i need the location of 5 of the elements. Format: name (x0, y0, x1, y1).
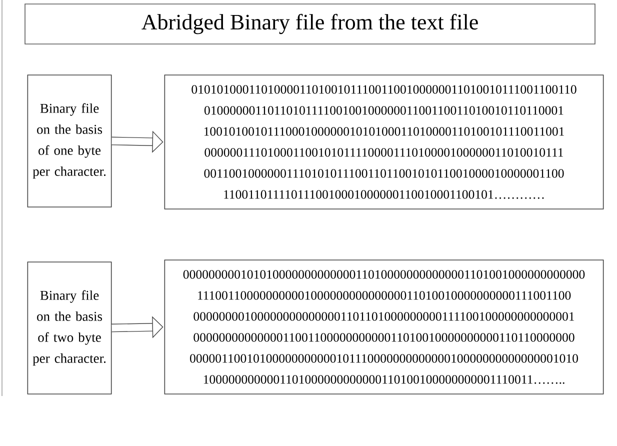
label-box: Binary file on the basis of two byte per character. (27, 262, 112, 394)
label-box: Binary file on the basis of one byte per character. (27, 74, 112, 208)
binary-text-box: 000000000101010000000000000110100000000000001101001000000000000 11100110000000000100000000000000011010010000000000111001100 000000001000000000000001101101000000000111100100000000000001 000000000000001100110000000000011010010000000000110110000000 0000011001010000000000010111000000000000010000000000000001010 1000000000001101000000000000110100100000000001110011…….. (164, 260, 604, 394)
title-box: Abridged Binary file from the text file (24, 4, 596, 44)
binary-text-box: 0101010001101000011010010111001100100000011010010111001100110 010000001101101011110010010000001100110011010010110110001 100101001011100010000001010100011010000110100101110011001 000000111010001100101011110000111010000100000011010010111 001100100000011101010111001101100101011001000010000001100 1100110111101110010001000000110010001100101………… (164, 74, 604, 210)
